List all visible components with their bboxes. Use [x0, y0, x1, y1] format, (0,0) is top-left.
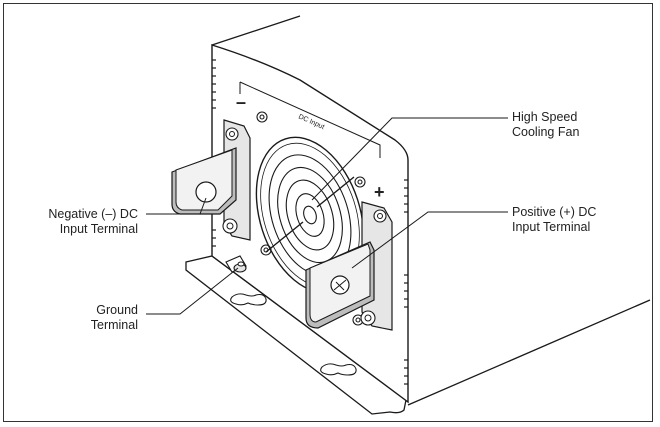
label-positive-terminal: Positive (+) DC Input Terminal: [512, 205, 597, 234]
label-negative-terminal: Negative (–) DC Input Terminal: [48, 207, 138, 236]
leader-ground: [146, 267, 239, 315]
right-edge-vents: [404, 179, 408, 385]
negative-bus-bar: [171, 147, 237, 215]
label-cooling-fan: High Speed Cooling Fan: [512, 110, 580, 139]
cooling-fan-grille: [255, 136, 365, 294]
plus-sign: +: [374, 182, 385, 202]
panel-label-bracket: [239, 81, 381, 158]
leader-positive: [351, 211, 508, 269]
minus-sign: –: [236, 92, 246, 112]
flange-slot-right: [320, 363, 357, 376]
leader-lines: [146, 117, 508, 315]
leader-fan: [311, 117, 508, 201]
leader-negative: [146, 197, 207, 215]
housing-top-edge: [211, 15, 301, 46]
flange-slot-left: [230, 293, 267, 306]
positive-bus-bar: [305, 241, 375, 329]
housing-right-edge: [407, 299, 651, 406]
label-ground-terminal: Ground Terminal: [90, 303, 138, 332]
ground-terminal-stud: [225, 255, 247, 273]
